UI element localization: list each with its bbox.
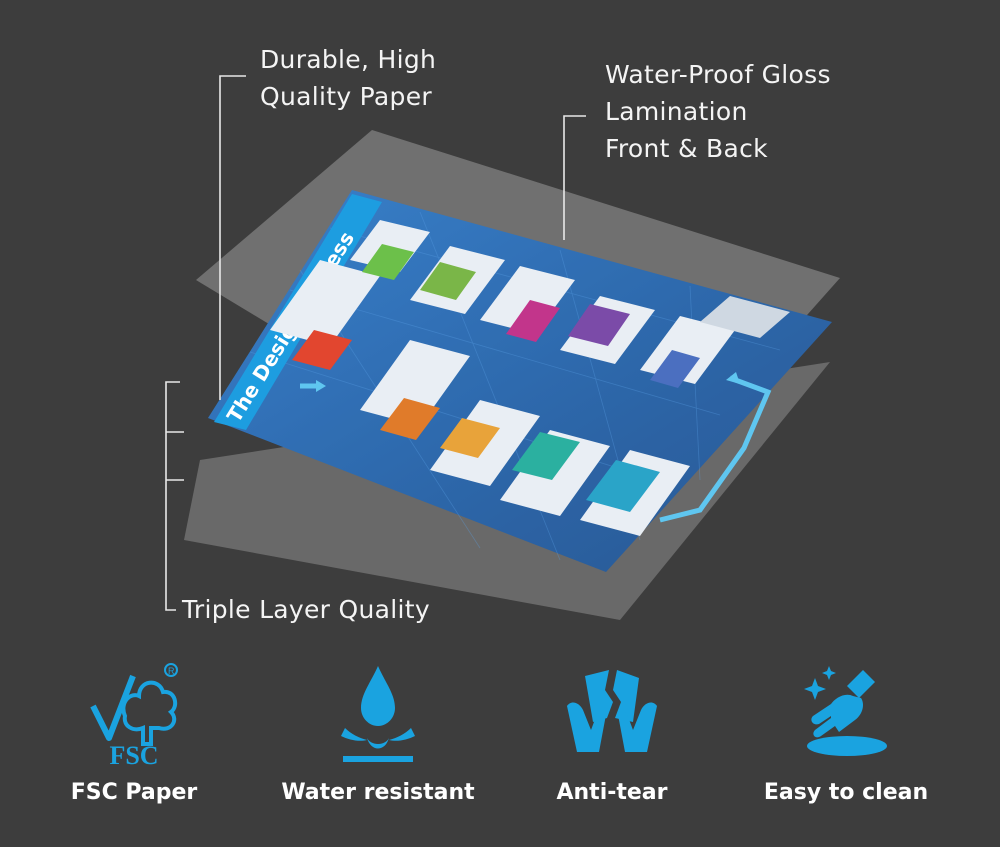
feature-easy-clean: Easy to clean	[736, 656, 956, 805]
svg-text:R: R	[168, 666, 175, 676]
feature-label: Easy to clean	[763, 780, 929, 805]
poster-step-cards	[270, 220, 790, 536]
clean-hand-icon	[804, 666, 887, 756]
torn-paper-icon	[567, 670, 657, 752]
water-drop-icon	[341, 666, 415, 762]
callout-lamination: Water-Proof Gloss Lamination Front & Bac…	[605, 60, 831, 163]
fsc-mark-text: FSC	[109, 741, 158, 766]
feature-fsc: R FSC FSC Paper	[24, 656, 244, 805]
callout-triple-layer: Triple Layer Quality	[182, 595, 430, 624]
feature-label: FSC Paper	[70, 780, 198, 805]
feature-label: Water resistant	[281, 780, 475, 805]
feature-water: Water resistant	[268, 656, 488, 805]
callout-paper: Durable, High Quality Paper	[260, 45, 437, 111]
fsc-tree-icon: R FSC	[90, 663, 178, 766]
feature-anti-tear: Anti-tear	[502, 656, 722, 805]
layered-poster-illustration: The Design Process	[165, 75, 840, 620]
feature-label: Anti-tear	[556, 780, 668, 805]
